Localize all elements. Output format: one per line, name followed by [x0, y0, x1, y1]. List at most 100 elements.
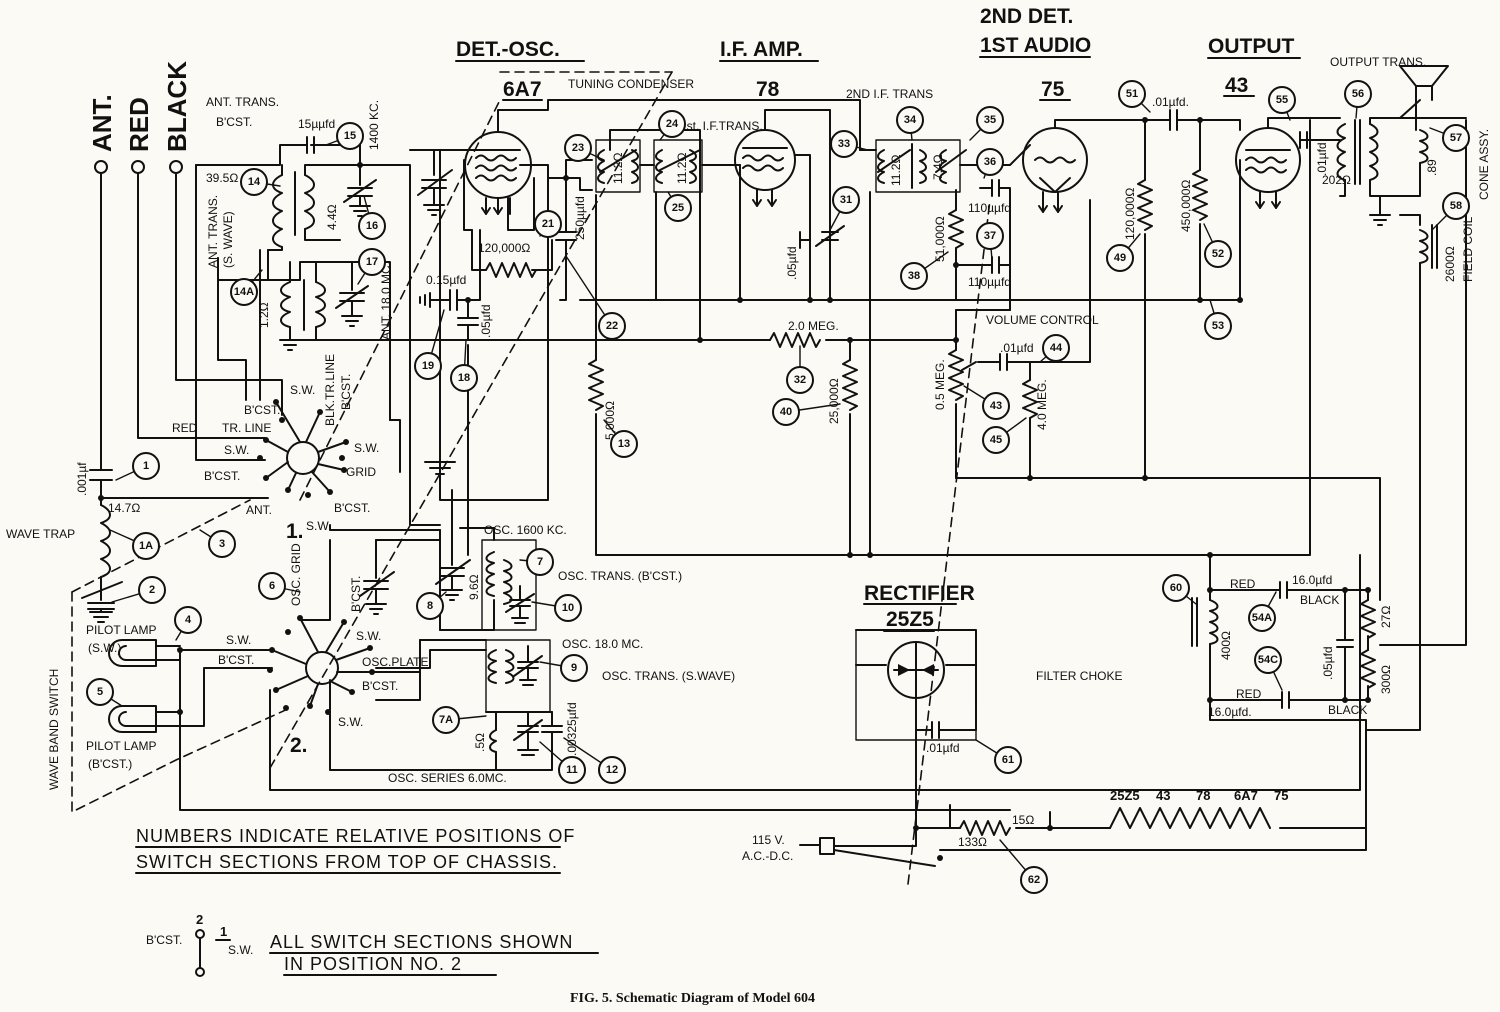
callout-14A: 14A: [230, 269, 263, 306]
callout-number-40: 40: [780, 406, 792, 418]
callout-circle-14: [240, 168, 268, 196]
callout-circle-49: [1106, 244, 1134, 272]
callout-4: 4: [174, 606, 202, 641]
callout-number-23: 23: [572, 142, 584, 154]
callout-circle-9: [560, 654, 588, 682]
callout-24: 24: [658, 110, 686, 141]
header-output: OUTPUT: [1208, 35, 1295, 58]
callout-54A: 54A: [1248, 591, 1277, 632]
tube-label-6a7: 6A7: [503, 78, 542, 101]
label-1st-if-trans: 1st. I.F.TRANS.: [680, 119, 763, 133]
label-01ufd-vc: .01µfd: [1000, 341, 1034, 355]
callout-number-54A: 54A: [1252, 612, 1272, 624]
callout-circle-37: [976, 222, 1004, 250]
callout-57: 57: [1429, 124, 1470, 152]
note-all-switch-line1: ALL SWITCH SECTIONS SHOWN: [270, 932, 573, 952]
callout-53: 53: [1204, 299, 1232, 340]
callout-number-49: 49: [1114, 252, 1126, 264]
callout-circle-2: [138, 576, 166, 604]
label-01ufd-out: .01µfd.: [1152, 95, 1189, 109]
label-pilot-lamp-sw: PILOT LAMP: [86, 623, 156, 637]
callout-number-35: 35: [984, 114, 996, 126]
callout-number-56: 56: [1352, 88, 1364, 100]
callout-7: 7: [519, 548, 554, 576]
label-bcst-6: B'CST.: [349, 576, 363, 612]
tube-label-43: 43: [1225, 74, 1248, 97]
label-110uufd-a: 110µµfd: [968, 201, 1011, 215]
label-250uufd: 250µµfd: [573, 196, 587, 240]
callout-circle-38: [900, 262, 928, 290]
callout-number-3: 3: [219, 538, 225, 550]
label-120000-ohm-b: 120,000Ω: [1123, 188, 1137, 240]
callout-number-10: 10: [562, 602, 574, 614]
label-01ufd-43: .01µfd: [1315, 142, 1329, 176]
callout-number-52: 52: [1212, 248, 1224, 260]
label-bcst-7: B'CST.: [362, 679, 398, 693]
callout-number-53: 53: [1212, 320, 1224, 332]
tube-label-75: 75: [1041, 78, 1065, 101]
callout-55: 55: [1268, 86, 1296, 121]
label-202-ohm: 202Ω: [1322, 173, 1351, 187]
label-2nd-if-trans: 2ND I.F. TRANS: [846, 87, 933, 101]
label-sw-3: S.W.: [354, 441, 379, 455]
callout-number-8: 8: [427, 600, 433, 612]
callout-number-54C: 54C: [1258, 654, 1278, 666]
label-red-a: RED: [1230, 577, 1256, 591]
callout-32: 32: [786, 345, 814, 394]
callout-15: 15: [325, 122, 364, 150]
callout-circle-52: [1204, 240, 1232, 268]
callout-33: 33: [830, 130, 869, 158]
wave-band-switch-section-1[interactable]: [257, 399, 349, 498]
label-sw-1: S.W.: [224, 443, 249, 457]
notes: NUMBERS INDICATE RELATIVE POSITIONS OF S…: [135, 826, 815, 1006]
label-heater-25z5: 25Z5: [1110, 788, 1140, 803]
label-7-4-ohm: 7.4Ω: [931, 154, 945, 180]
callout-circle-33: [830, 130, 858, 158]
callout-circle-12: [598, 756, 626, 784]
label-00325ufd: .00325µfd: [565, 702, 579, 756]
label-osc-trans-swave: OSC. TRANS. (S.WAVE): [602, 669, 735, 683]
label-sw-7: S.W.: [338, 715, 363, 729]
label-acdc: A.C.-D.C.: [742, 849, 793, 863]
callout-number-22: 22: [606, 320, 618, 332]
label-001uf: .001µf: [75, 462, 89, 496]
callout-37: 37: [976, 222, 1004, 261]
callout-circle-11: [558, 756, 586, 784]
label-51000-ohm: 51,000Ω: [933, 216, 947, 262]
callout-circle-40: [772, 398, 800, 426]
label-bcst-4: B'CST.: [334, 501, 370, 515]
callout-circle-24: [658, 110, 686, 138]
note-numbers-line2: SWITCH SECTIONS FROM TOP OF CHASSIS.: [136, 852, 558, 872]
tube-label-78: 78: [756, 78, 780, 101]
callout-number-21: 21: [542, 218, 554, 230]
callout-number-43: 43: [990, 400, 1002, 412]
label-sw-6: S.W.: [356, 629, 381, 643]
callout-number-13: 13: [618, 438, 630, 450]
label-39-5-ohm: 39.5Ω: [206, 171, 238, 185]
label-grid: GRID: [346, 465, 376, 479]
label-16ufd-b: 16.0µfd.: [1208, 705, 1252, 719]
mechanical-linkage: [71, 71, 991, 885]
callout-circle-15: [336, 122, 364, 150]
callout-circle-22: [598, 312, 626, 340]
callout-circle-54C: [1254, 646, 1282, 674]
callout-number-7A: 7A: [439, 714, 453, 726]
label-wave-trap: WAVE TRAP: [6, 527, 75, 541]
tube-label-25z5: 25Z5: [886, 608, 934, 631]
label-450000-ohm: 450,000Ω: [1179, 180, 1193, 232]
callout-circle-14A: [230, 278, 258, 306]
callout-number-61: 61: [1002, 754, 1014, 766]
callout-circle-51: [1118, 80, 1146, 108]
label-11-2-ohm-a: 11.2Ω: [611, 153, 625, 184]
callout-circle-60: [1162, 574, 1190, 602]
callout-number-24: 24: [666, 118, 679, 130]
callout-circle-57: [1442, 124, 1470, 152]
callout-number-17: 17: [366, 256, 378, 268]
callout-number-1A: 1A: [139, 540, 153, 552]
callout-number-33: 33: [838, 138, 850, 150]
label-osc-1600kc: OSC. 1600 KC.: [484, 523, 567, 537]
callout-10: 10: [531, 594, 582, 622]
label-0-15ufd: 0.15µfd: [426, 273, 466, 287]
callout-number-34: 34: [904, 114, 917, 126]
wave-band-switch-section-2[interactable]: [267, 615, 375, 715]
